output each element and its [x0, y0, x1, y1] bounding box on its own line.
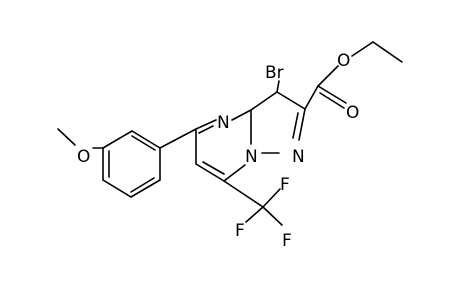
bond-ph-1-2: [131, 130, 161, 149]
bond-c6-c7-double: [202, 161, 225, 175]
bond-ph-inner-a: [131, 135, 156, 151]
bond-ph-5-6: [130, 179, 161, 198]
bond-c3a-n4: [231, 109, 252, 121]
bond-ethyl-ch2-o: [351, 41, 374, 57]
bond-c3-c3a: [250, 91, 278, 111]
bond-c2-n1-double: [292, 112, 299, 139]
bond-c2-c3: [276, 91, 306, 110]
bond-c7-cf3: [223, 180, 264, 208]
atom-carbonyl-oxygen: O: [346, 103, 359, 123]
bonds: [57, 41, 403, 226]
bond-cf3-f1: [245, 206, 264, 223]
atom-methoxy-oxygen: O: [77, 147, 90, 167]
bond-n4-c5: [195, 119, 217, 130]
bond-c5-aryl: [159, 128, 197, 149]
bond-c2-n1: [298, 108, 306, 141]
atom-bromine: Br: [265, 63, 284, 83]
bond-ph-inner-c: [130, 177, 155, 193]
bond-cf3-f3: [262, 206, 283, 226]
bond-c3-br: [276, 80, 280, 93]
bond-n4-c5-double: [198, 125, 214, 134]
bond-c6-c7: [195, 163, 225, 182]
bond-cf3-f2: [262, 188, 281, 208]
atom-labels: Br O O N N N O F F F: [77, 51, 359, 251]
atom-bridgehead-nitrogen: N: [245, 147, 258, 167]
atom-fluorine-2: F: [280, 175, 290, 195]
bond-o-carbonyl-c: [317, 65, 339, 87]
bond-ph-2-3: [102, 130, 133, 149]
bond-c-o-double-a: [317, 85, 347, 104]
bond-c-o-double-b: [319, 92, 345, 109]
atom-pyrazole-nitrogen: N: [292, 147, 305, 167]
atom-fluorine-3: F: [282, 231, 292, 251]
atom-ester-oxygen: O: [337, 51, 350, 71]
atom-fluorine-1: F: [235, 221, 245, 241]
atom-pyrimidine-nitrogen: N: [217, 113, 230, 133]
bond-ph-4-5: [102, 179, 132, 198]
bond-ethyl-terminal: [372, 41, 403, 63]
bond-c7-n7a: [223, 164, 246, 182]
bond-o-methyl: [57, 128, 76, 146]
bond-ester-c-ring: [304, 85, 319, 110]
